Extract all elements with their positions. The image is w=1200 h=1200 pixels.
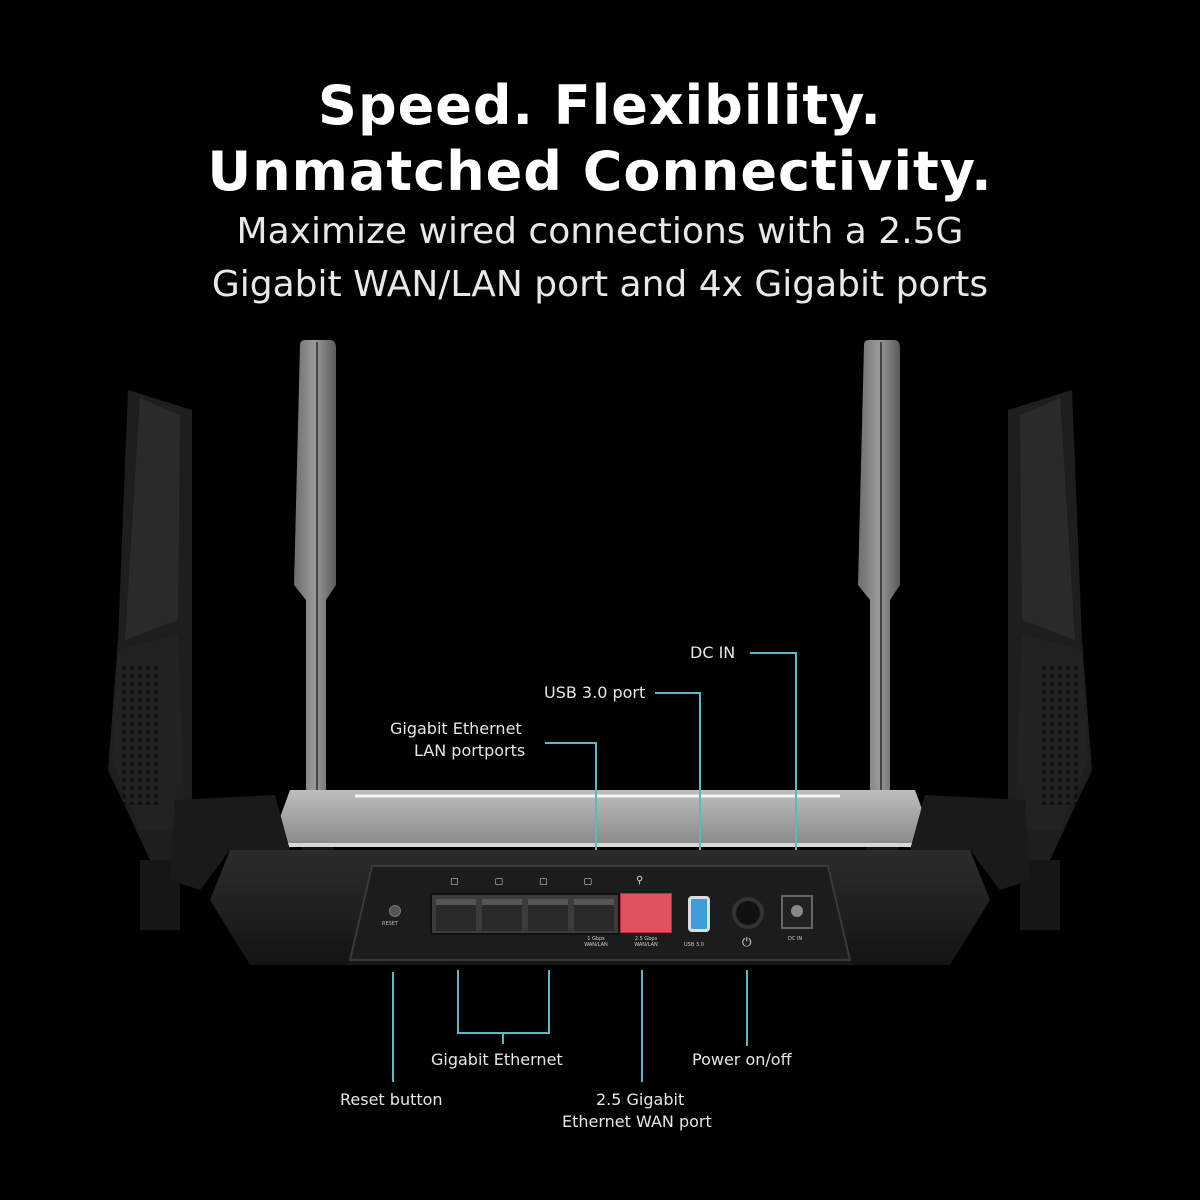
dc-in-hole (791, 905, 803, 917)
callout-line-dc-in-v (795, 652, 797, 850)
callout-line-wan (641, 970, 643, 1082)
headline-line-1: Speed. Flexibility. (318, 74, 882, 137)
callout-power: Power on/off (692, 1050, 792, 1069)
callout-usb: USB 3.0 port (544, 683, 646, 702)
usb-port[interactable] (688, 896, 710, 932)
wan-port[interactable] (620, 893, 672, 933)
lan-port-1[interactable] (436, 899, 476, 931)
callout-wan-line-1: 2.5 Gigabit (596, 1090, 685, 1109)
callout-reset: Reset button (340, 1090, 443, 1109)
callout-line-usb-h (655, 692, 701, 694)
callout-line-gbe-right (548, 970, 550, 1034)
callout-line-lan-h (545, 742, 597, 744)
subheadline-line-2: Gigabit WAN/LAN port and 4x Gigabit port… (211, 264, 989, 305)
callout-gigabit-ethernet: Gigabit Ethernet (431, 1050, 563, 1069)
callout-line-gbe-left (457, 970, 459, 1034)
power-icon: ⏻ (742, 935, 752, 949)
reset-device-label: RESET (382, 921, 399, 927)
callout-lan-line-1: Gigabit Ethernet (390, 719, 522, 738)
callout-line-dc-in-h (750, 652, 797, 654)
callout-line-usb-v (699, 692, 701, 850)
headline-line-2: Unmatched Connectivity. (207, 140, 993, 203)
callout-line-reset (392, 972, 394, 1082)
router-top-panel (270, 790, 935, 847)
callout-lan-line-2: LAN portports (414, 741, 526, 760)
wan-speed-label: 2.5 Gbps WAN/LAN (634, 936, 658, 948)
lan-port-4[interactable] (574, 899, 614, 931)
callout-line-gbe-stem (502, 1032, 504, 1044)
power-button[interactable] (732, 897, 764, 929)
callout-wan-line-2: Ethernet WAN port (562, 1112, 712, 1131)
lan-port-3[interactable] (528, 899, 568, 931)
left-outer-antenna (108, 390, 192, 930)
callout-dc-in: DC IN (690, 643, 736, 662)
callout-line-power (746, 970, 748, 1046)
reset-button[interactable] (389, 905, 401, 917)
callout-line-lan-v (595, 742, 597, 850)
lan-port-icons: ▢▢▢▢ (450, 877, 629, 887)
right-outer-antenna (1008, 390, 1092, 930)
dc-device-label: DC IN (788, 936, 803, 942)
lan-port-2[interactable] (482, 899, 522, 931)
wan-port-icon: ⚲ (636, 875, 644, 886)
subheadline-line-1: Maximize wired connections with a 2.5G (236, 211, 964, 252)
usb-device-label: USB 3.0 (684, 942, 704, 948)
lan-speed-label: 1 Gbps WAN/LAN (584, 936, 608, 948)
